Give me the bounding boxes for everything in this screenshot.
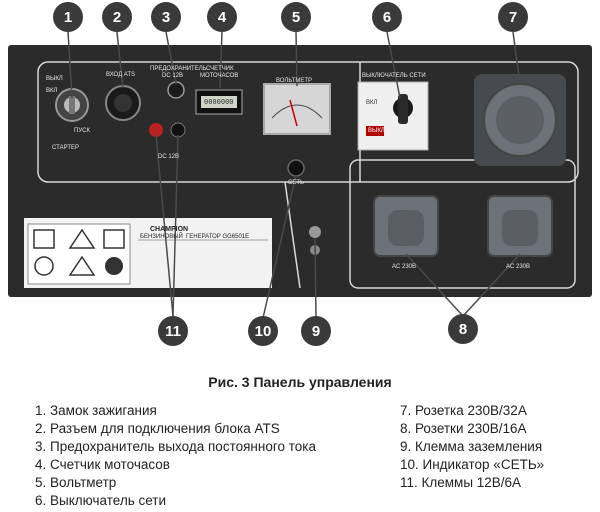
- legend-item: 1. Замок зажигания: [35, 403, 157, 418]
- legend-item: 2. Разъем для подключения блока ATS: [35, 421, 280, 436]
- ac-label-left: AC 230В: [392, 264, 417, 270]
- legend-item: 7. Розетка 230В/32А: [400, 403, 527, 418]
- terminals-12v[interactable]: [149, 122, 186, 138]
- legend-item: 4. Счетчик моточасов: [35, 457, 170, 472]
- callout-5: 5: [281, 2, 311, 32]
- callout-11: 11: [158, 316, 188, 346]
- leader-lines: [67, 31, 521, 319]
- key-on-label: ВКЛ: [46, 88, 58, 94]
- legend-item: 11. Клеммы 12В/6А: [400, 475, 522, 490]
- fuse-holder[interactable]: [167, 81, 185, 99]
- legend-left: 1. Замок зажигания 2. Разъем для подключ…: [35, 402, 316, 510]
- legend-item: 8. Розетки 230В/16А: [400, 421, 527, 436]
- voltmeter: [263, 83, 331, 135]
- ats-label: ВХОД ATS: [106, 72, 136, 78]
- legend-item: 9. Клемма заземления: [400, 439, 543, 454]
- legend-right: 7. Розетка 230В/32А 8. Розетки 230В/16А …: [400, 402, 544, 492]
- legend-item: 10. Индикатор «СЕТЬ»: [400, 457, 545, 472]
- legend-item: 3. Предохранитель выхода постоянного ток…: [35, 439, 316, 454]
- switch-title: ВЫКЛЮЧАТЕЛЬ СЕТИ: [362, 73, 426, 79]
- figure-caption: Рис. 3 Панель управления: [208, 374, 392, 390]
- hours-label-2: МОТОЧАСОВ: [200, 73, 239, 79]
- hour-meter-reading: 0000000: [204, 98, 234, 106]
- network-switch-box[interactable]: [357, 81, 429, 151]
- legend-item: 6. Выключатель сети: [35, 493, 167, 508]
- callout-7: 7: [498, 2, 528, 32]
- fuse-label-1: ПРЕДОХРАНИТЕЛЬ: [150, 66, 207, 72]
- callout-6: 6: [372, 2, 402, 32]
- socket-32a[interactable]: [474, 74, 566, 166]
- callout-4: 4: [207, 2, 237, 32]
- info-sticker: [24, 218, 272, 288]
- gen-label: ГЕНЕРАТОР GG6501E: [186, 234, 250, 240]
- socket-16a-left[interactable]: [373, 195, 439, 257]
- ac-label-right: AC 230В: [506, 264, 531, 270]
- ground-terminal[interactable]: [309, 226, 321, 255]
- network-indicator: [287, 159, 305, 177]
- callout-9: 9: [301, 316, 331, 346]
- legend-item: 5. Вольтметр: [35, 475, 117, 490]
- callout-2: 2: [102, 2, 132, 32]
- voltmeter-label: ВОЛЬТМЕТР: [276, 78, 313, 84]
- switch-off-label: ВЫКЛ: [368, 128, 385, 134]
- socket-16a-right[interactable]: [487, 195, 553, 257]
- fuse-label-2: DC 12B: [162, 73, 184, 79]
- callout-10: 10: [248, 316, 278, 346]
- callout-1: 1: [53, 2, 83, 32]
- hours-label-1: СЧЕТЧИК: [206, 66, 234, 72]
- benz-label: БЕНЗИНОВЫЙ: [140, 234, 183, 240]
- dc-label: DC 12B: [158, 154, 180, 160]
- hour-meter: [195, 89, 243, 115]
- callout-3: 3: [151, 2, 181, 32]
- switch-on-label: ВКЛ: [366, 100, 378, 106]
- brand-label: CHAMPION: [150, 226, 189, 233]
- ats-connector[interactable]: [105, 85, 141, 121]
- key-off-label: ВЫКЛ: [46, 76, 63, 82]
- key-start-label: ПУСК: [74, 128, 90, 134]
- set-label: СЕТЬ: [288, 180, 304, 186]
- callout-8: 8: [448, 314, 478, 344]
- starter-label: СТАРТЕР: [52, 145, 80, 151]
